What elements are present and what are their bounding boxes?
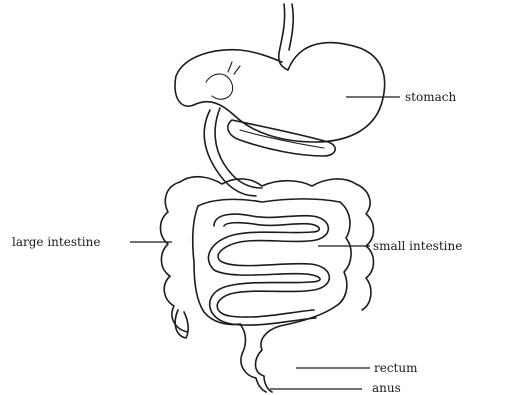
anus-label: anus [372,381,401,395]
rectum [240,306,336,392]
esophagus [279,4,294,70]
rectum-label: rectum [374,361,418,375]
large-intestine [161,177,374,338]
stomach-label: stomach [405,90,456,104]
duodenum [204,108,262,196]
stomach [175,43,385,142]
large-intestine-label: large intestine [12,235,100,249]
small-intestine-label: small intestine [373,239,462,253]
small-intestine [208,214,329,325]
